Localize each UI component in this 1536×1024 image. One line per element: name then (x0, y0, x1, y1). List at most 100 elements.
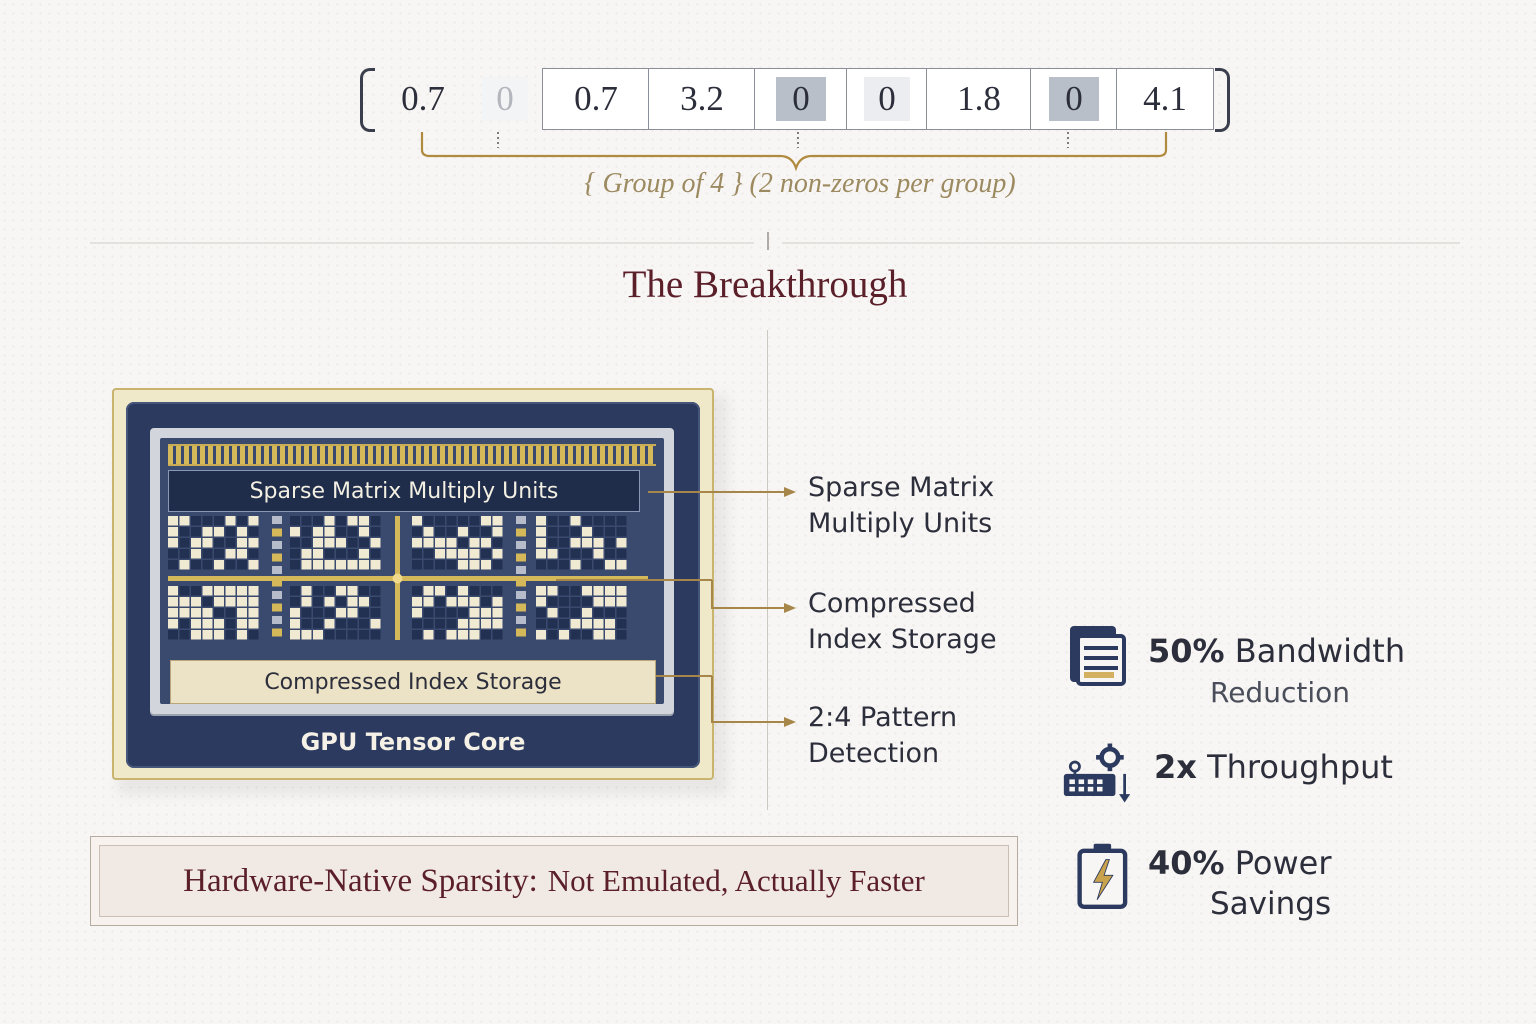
multiply-cell (191, 527, 201, 537)
multiply-cell (435, 516, 445, 526)
multiply-cell (179, 527, 190, 537)
stat-label: Power (1234, 844, 1332, 882)
multiply-cell (214, 619, 224, 629)
multiply-cell (570, 597, 581, 607)
multiply-cell (481, 527, 491, 537)
multiply-cell (536, 516, 546, 526)
multiply-cell (616, 560, 627, 570)
multiply-cell (412, 608, 422, 618)
multiply-cell (214, 516, 224, 526)
multiply-cell (481, 516, 491, 526)
multiply-cell (191, 560, 201, 570)
multiply-cell (593, 630, 604, 640)
vector-cell: 0 (1030, 68, 1118, 130)
stat-bandwidth: 50% Bandwidth Reduction (1064, 620, 1444, 720)
multiply-cell (248, 597, 259, 607)
multiply-cell (435, 560, 445, 570)
gpu-tensor-core-chip: Sparse Matrix Multiply Units Compressed … (112, 388, 714, 780)
multiply-cell (301, 549, 312, 559)
multiply-cell (202, 608, 213, 618)
multiply-cell (593, 586, 604, 596)
multiply-cell (347, 608, 358, 618)
multiply-cell (214, 538, 224, 548)
bus-line (168, 576, 648, 581)
multiply-cell (248, 560, 259, 570)
multiply-cell (582, 597, 592, 607)
multiply-cell (313, 549, 323, 559)
multiply-cell (237, 630, 247, 640)
multiply-cell (492, 538, 503, 548)
multiply-cell (237, 549, 247, 559)
multiply-cell (214, 549, 224, 559)
multiply-cell (582, 619, 592, 629)
multiply-cell (336, 538, 346, 548)
multiply-cell (616, 630, 627, 640)
multiply-cell (570, 608, 581, 618)
multiply-cell (179, 538, 190, 548)
multiply-cell (559, 597, 569, 607)
left-bracket (360, 68, 375, 132)
multiply-cell (248, 549, 259, 559)
multiply-cell (359, 630, 369, 640)
multiply-cell (593, 619, 604, 629)
multiply-cell (435, 597, 445, 607)
multiply-cell (179, 516, 190, 526)
multiply-cell (458, 527, 468, 537)
multiply-cell (301, 630, 312, 640)
index-tag (272, 603, 282, 612)
multiply-cell (547, 608, 558, 618)
index-tag (272, 566, 282, 574)
multiply-cell (481, 586, 491, 596)
multiply-cell (570, 586, 581, 596)
vector-cell: 3.2 (648, 68, 756, 130)
multiply-cell (593, 527, 604, 537)
index-tag (272, 578, 282, 587)
multiply-cell (616, 538, 627, 548)
multiply-cell (347, 538, 358, 548)
multiply-cell (469, 538, 480, 548)
index-tag (516, 516, 526, 524)
multiply-cell (435, 619, 445, 629)
multiply-cell (435, 549, 445, 559)
multiply-cell (336, 516, 346, 526)
multiply-cell (605, 549, 615, 559)
multiply-cell (237, 608, 247, 618)
multiply-cell (202, 597, 213, 607)
multiply-cell (446, 538, 457, 548)
multiply-cell (214, 586, 224, 596)
multiply-cell (570, 538, 581, 548)
multiply-cell (214, 630, 224, 640)
multiply-cell (469, 630, 480, 640)
multiply-cell (248, 619, 259, 629)
multiply-cell (248, 586, 259, 596)
multiply-cell (179, 630, 190, 640)
multiply-cell (423, 538, 434, 548)
multiply-cell (191, 608, 201, 618)
multiply-cell (458, 560, 468, 570)
chip-heat-spreader: Sparse Matrix Multiply Units Compressed … (150, 428, 674, 714)
multiply-cell (605, 586, 615, 596)
multiply-cell (469, 560, 480, 570)
multiply-cell (336, 527, 346, 537)
multiply-cell (313, 527, 323, 537)
multiply-cell (536, 560, 546, 570)
multiply-cell (492, 608, 503, 618)
chip-die: Sparse Matrix Multiply Units Compressed … (160, 438, 664, 704)
multiply-cell (347, 597, 358, 607)
compressed-index-storage-bar: Compressed Index Storage (170, 660, 656, 704)
multiply-cell (616, 608, 627, 618)
multiply-cell (593, 549, 604, 559)
multiply-cell (301, 597, 312, 607)
sparse-vector: 0.7 0 0.7 3.2 0 0 1.8 0 4.1 (360, 68, 1230, 132)
multiply-cell (214, 560, 224, 570)
multiply-cell (237, 516, 247, 526)
multiply-cell (347, 586, 358, 596)
multiply-cell (301, 560, 312, 570)
multiply-cell (536, 586, 546, 596)
multiply-cell (492, 630, 503, 640)
vector-cell: 1.8 (926, 68, 1032, 130)
multiply-cell (347, 549, 358, 559)
multiply-cell (547, 597, 558, 607)
multiply-cell (423, 630, 434, 640)
multiply-cell (481, 597, 491, 607)
